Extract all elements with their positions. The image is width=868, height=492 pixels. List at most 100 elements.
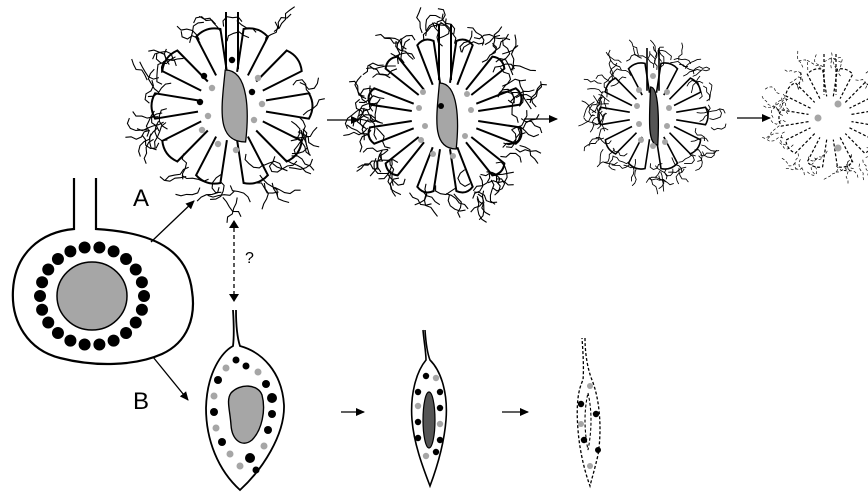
cell-lobe	[852, 110, 868, 126]
microvillus-fiber	[711, 124, 726, 130]
black-granule	[229, 57, 235, 63]
microvillus-fiber	[125, 130, 149, 139]
cell-lobe	[369, 121, 414, 144]
black-granule	[130, 316, 142, 328]
arrow-to-pathway-a	[151, 201, 194, 242]
microvillus-fiber	[584, 140, 597, 151]
grey-granule	[430, 151, 436, 157]
microvillus-fiber	[782, 158, 795, 166]
black-granule	[210, 408, 218, 416]
microvillus-fiber	[176, 188, 200, 196]
cell-lobe	[466, 57, 504, 95]
grey-granule	[662, 139, 668, 145]
pathway-b-stage-1-cell	[206, 310, 284, 490]
black-granule	[423, 373, 429, 379]
microvillus-fiber	[708, 109, 725, 113]
cell-nucleus	[437, 83, 458, 149]
grey-granule	[415, 403, 421, 409]
microvillus-fiber	[771, 120, 786, 124]
microvillus-fiber	[355, 76, 365, 97]
cell-lobe	[386, 137, 424, 175]
black-granule	[578, 401, 584, 407]
grey-granule	[237, 463, 244, 470]
microvillus-fiber	[771, 103, 779, 118]
cell-lobe	[162, 51, 208, 91]
microvillus-fiber	[609, 50, 618, 66]
black-granule	[438, 103, 444, 109]
grey-granule	[835, 145, 842, 152]
pathway-a-stage-1-cell	[125, 7, 324, 223]
microvillus-fiber	[613, 156, 630, 163]
black-granule	[243, 363, 250, 370]
microvillus-fiber	[300, 78, 319, 90]
cell-lobe	[786, 83, 815, 108]
microvillus-fiber	[584, 79, 602, 83]
microvillus-fiber	[863, 160, 868, 176]
grey-granule	[578, 421, 584, 427]
cell-nucleus	[650, 87, 659, 145]
microvillus-fiber	[490, 180, 495, 204]
microvillus-fiber	[262, 183, 268, 209]
microvillus-fiber	[646, 171, 660, 183]
grey-granule	[209, 85, 215, 91]
grey-granule	[215, 141, 221, 147]
microvillus-fiber	[709, 83, 712, 101]
microvillus-fiber	[799, 159, 805, 175]
microvillus-fiber	[500, 153, 521, 162]
grey-granule	[587, 463, 593, 469]
microvillus-fiber	[765, 87, 779, 94]
microvillus-fiber	[347, 125, 370, 138]
black-granule	[595, 447, 601, 453]
microvillus-fiber	[289, 159, 312, 169]
microvillus-fiber	[293, 127, 317, 138]
black-granule	[120, 327, 132, 339]
microvillus-fiber	[782, 98, 788, 114]
black-granule	[108, 335, 120, 347]
cell-lobe	[417, 40, 440, 85]
pathway-a-stage-2-cell	[343, 7, 547, 222]
black-granule	[197, 99, 203, 105]
grey-granule	[815, 115, 822, 122]
microvillus-fiber	[362, 120, 373, 140]
cell-lobe	[237, 28, 268, 75]
black-granule	[581, 437, 587, 443]
grey-granule	[251, 117, 257, 123]
black-granule	[42, 264, 54, 276]
microvillus-fiber	[530, 84, 547, 103]
black-granule	[249, 89, 255, 95]
microvillus-fiber	[859, 164, 864, 181]
black-granule	[415, 435, 421, 441]
microvillus-fiber	[629, 40, 638, 56]
grey-granule	[416, 105, 422, 111]
cell-lobe	[417, 147, 440, 192]
grey-granule	[464, 91, 470, 97]
microvillus-fiber	[633, 47, 646, 58]
microvillus-fiber	[609, 156, 616, 171]
grey-granule	[213, 425, 220, 432]
dashed-arrowhead-down	[229, 294, 239, 302]
cell-nucleus	[222, 70, 247, 142]
grey-granule	[422, 123, 428, 129]
microvillus-fiber	[797, 72, 802, 89]
black-granule	[268, 410, 276, 418]
microvillus-fiber	[159, 109, 167, 130]
microvillus-fiber	[230, 185, 250, 202]
microvillus-fiber	[363, 148, 388, 152]
grey-granule	[638, 137, 644, 143]
grey-granule	[433, 375, 439, 381]
black-granule	[108, 245, 120, 257]
microvillus-fiber	[762, 133, 779, 138]
microvillus-fiber	[436, 185, 456, 194]
black-granule	[136, 276, 148, 288]
cell-lobe	[466, 137, 504, 175]
black-granule	[36, 276, 48, 288]
grey-granule	[205, 113, 211, 119]
cell-lobe	[196, 28, 227, 75]
pathway-a-stage-4-cell	[762, 51, 868, 184]
black-granule	[253, 467, 260, 474]
grey-granule	[835, 101, 842, 108]
black-granule	[64, 335, 76, 347]
cell-lobe	[256, 51, 302, 91]
microvillus-fiber	[795, 153, 799, 170]
